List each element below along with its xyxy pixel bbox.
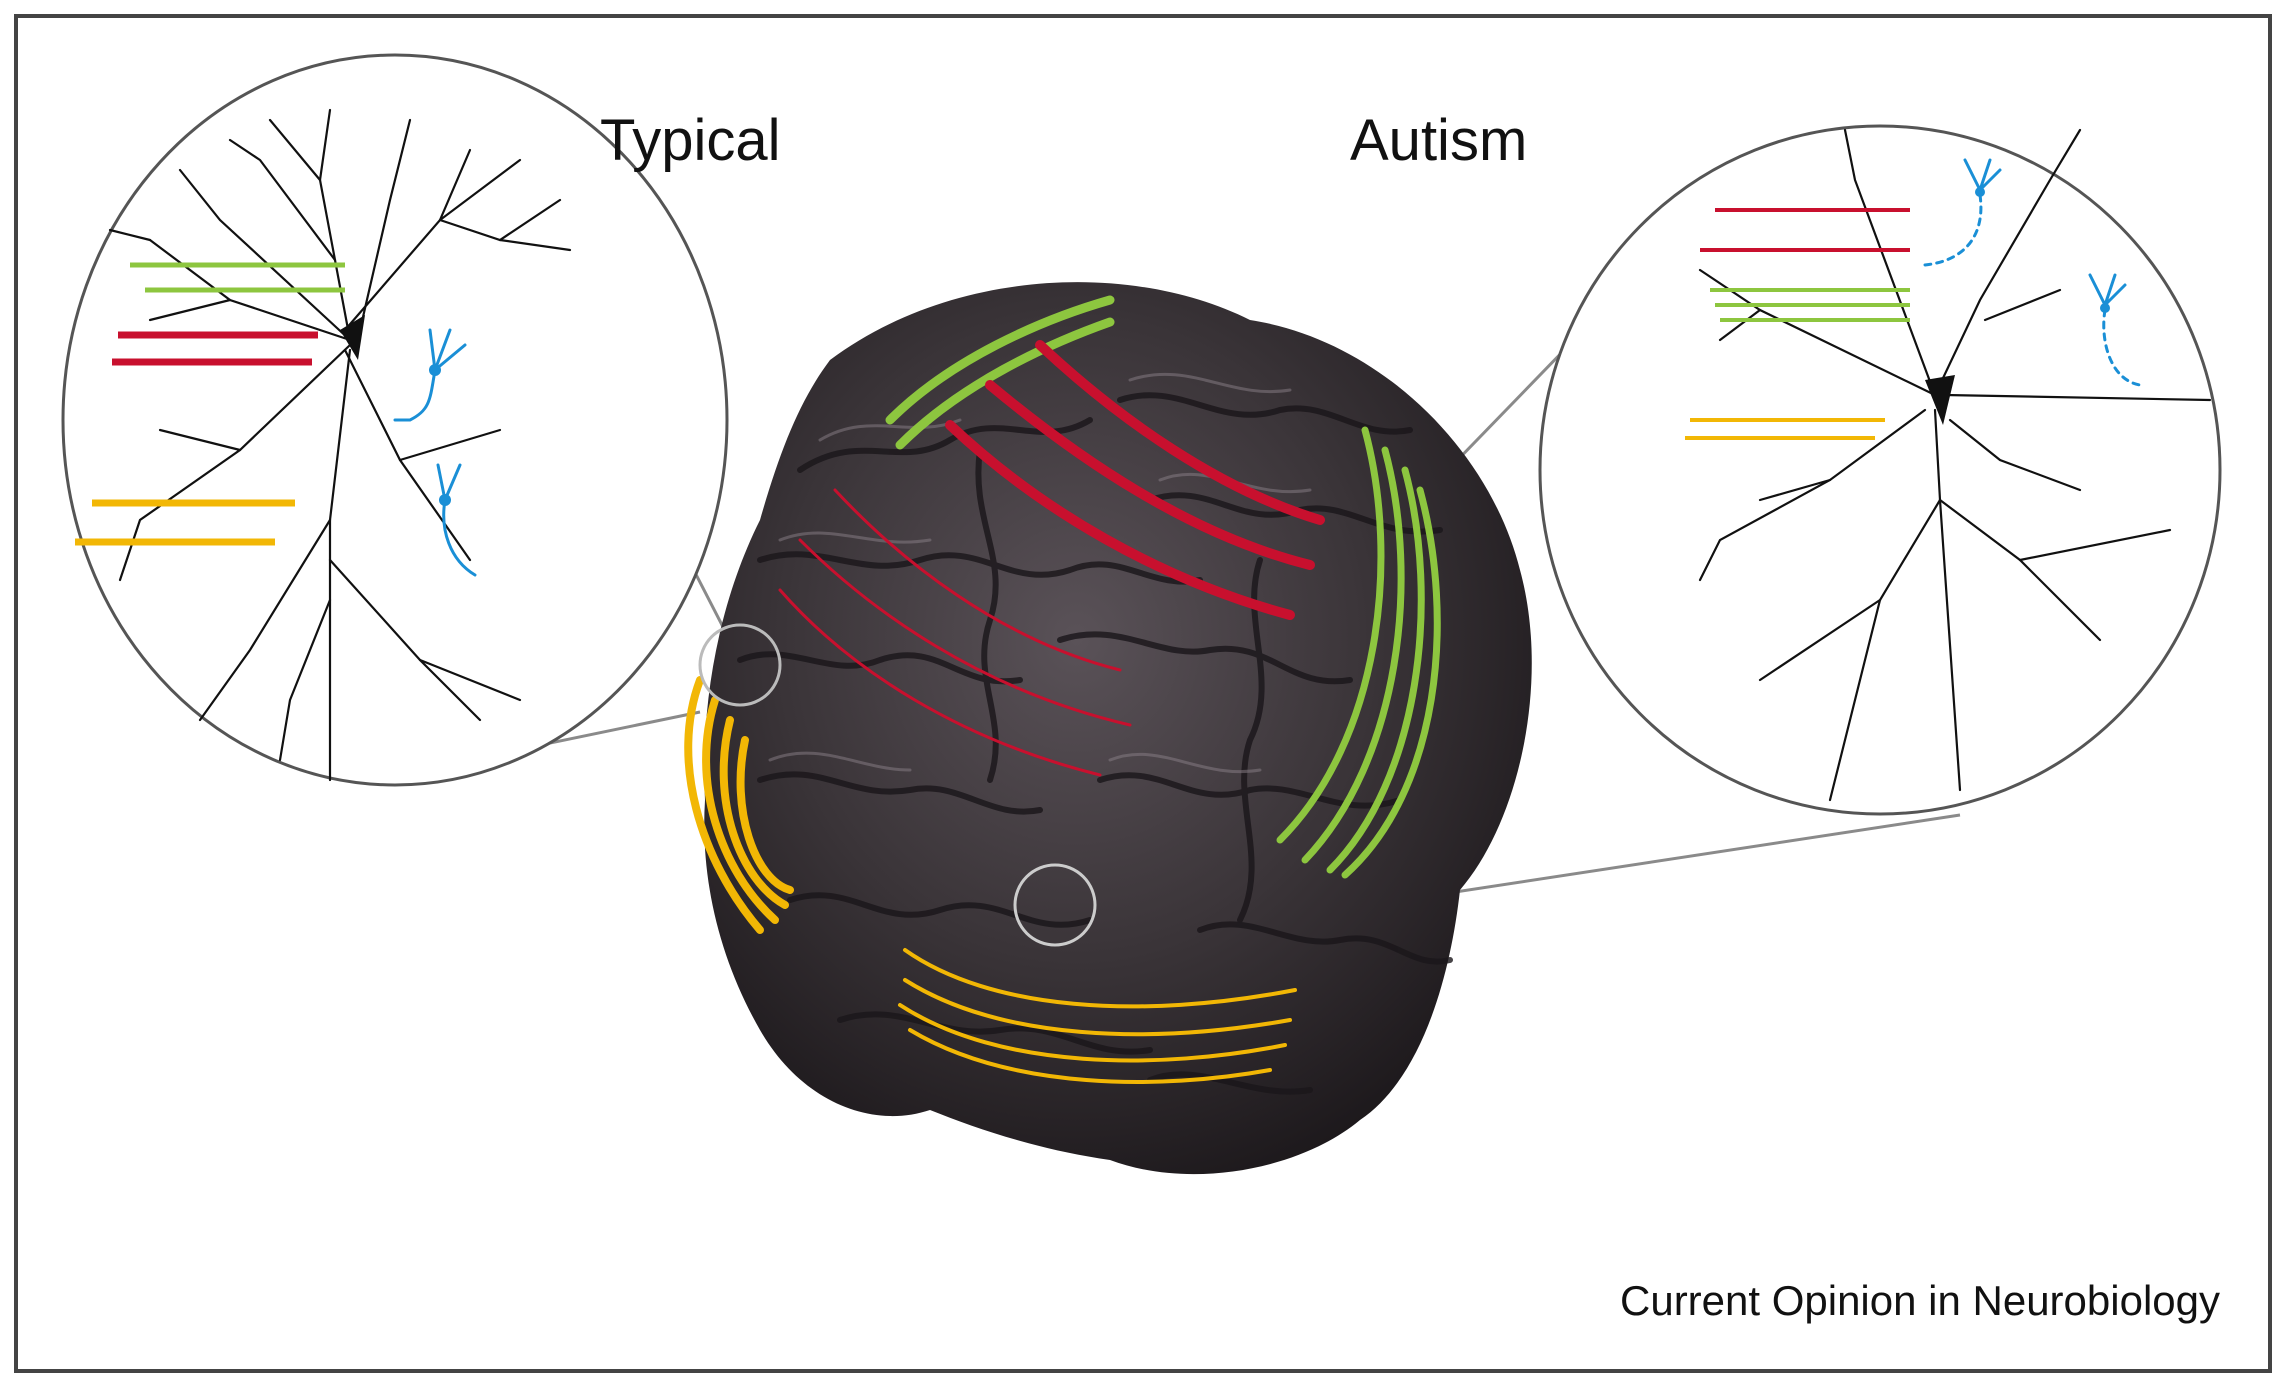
source-caption: Current Opinion in Neurobiology — [1620, 1277, 2220, 1324]
typical-dendrites — [108, 108, 572, 782]
autism-interneurons — [1923, 158, 2142, 387]
label-autism: Autism — [1350, 108, 1527, 173]
typical-soma — [340, 315, 365, 360]
autism-soma — [1925, 375, 1955, 425]
label-typical: Typical — [600, 108, 781, 173]
tract-yellow-left — [684, 676, 794, 934]
brain-highlights — [768, 372, 1312, 774]
inset-autism — [1538, 124, 2222, 816]
typical-red-axons — [112, 331, 318, 366]
typical-yellow-axons — [75, 499, 295, 546]
autism-green-axons — [1710, 288, 1910, 322]
autism-dendrites — [1698, 128, 2212, 802]
tract-red-thick — [945, 340, 1325, 620]
zoom-marker-typical — [698, 623, 782, 707]
inset-typical — [61, 53, 729, 787]
zoom-marker-autism — [1013, 863, 1097, 947]
autism-yellow-axons — [1685, 418, 1885, 440]
tract-red-thin — [778, 488, 1132, 777]
typical-green-axons — [130, 262, 345, 293]
tract-green-top — [885, 295, 1115, 450]
autism-red-axons — [1700, 208, 1910, 252]
tract-yellow-bottom — [898, 948, 1297, 1084]
tract-green-right — [1276, 426, 1441, 879]
